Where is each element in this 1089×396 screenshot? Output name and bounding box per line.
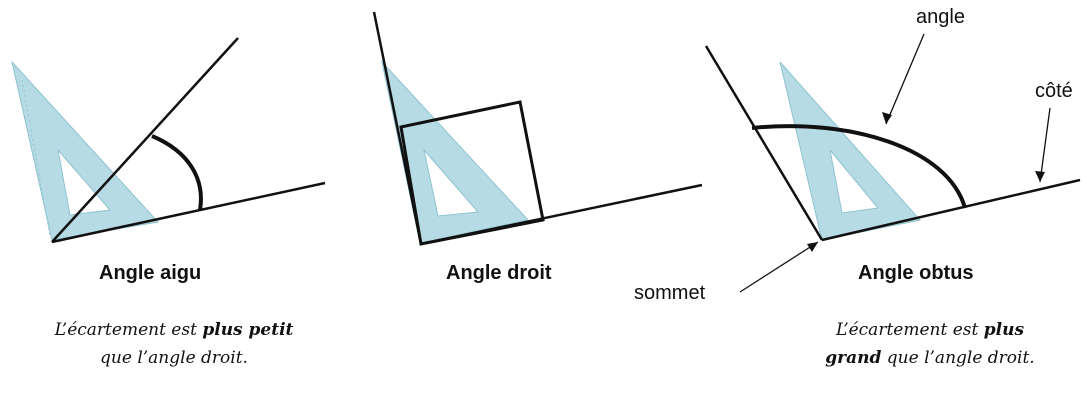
obtuse-angle-arc bbox=[751, 124, 967, 209]
right-panel bbox=[372, 11, 703, 246]
obtuse-note-emphasis-2: grand bbox=[825, 348, 882, 368]
acute-angle-arc bbox=[151, 134, 203, 211]
acute-note-emphasis: plus petit bbox=[202, 320, 294, 340]
set-square-obtuse bbox=[779, 61, 921, 241]
vertex-pointer-arrow bbox=[739, 241, 819, 293]
obtuse-note: L’écartement est plus grand que l’angle … bbox=[780, 316, 1080, 372]
obtuse-ray-left bbox=[704, 45, 824, 241]
vertex-label: sommet bbox=[634, 282, 706, 304]
acute-note: L’écartement est plus petit que l’angle … bbox=[24, 316, 324, 372]
acute-note-end: que l’angle droit. bbox=[100, 348, 248, 368]
side-pointer-arrow bbox=[1035, 107, 1051, 183]
angle-pointer-arrow bbox=[882, 33, 925, 125]
obtuse-ray-right bbox=[821, 178, 1081, 242]
acute-panel bbox=[11, 37, 326, 244]
acute-ray-lower bbox=[51, 181, 326, 244]
angle-label: angle bbox=[916, 6, 965, 28]
obtuse-title: Angle obtus bbox=[858, 262, 974, 284]
set-square-acute bbox=[11, 60, 159, 241]
right-title: Angle droit bbox=[446, 262, 552, 284]
right-angle-square bbox=[399, 100, 545, 246]
obtuse-note-emphasis: plus bbox=[983, 320, 1025, 340]
obtuse-panel bbox=[704, 33, 1081, 293]
acute-title: Angle aigu bbox=[99, 262, 202, 284]
obtuse-note-start: L’écartement est bbox=[835, 320, 984, 340]
side-label: côté bbox=[1035, 80, 1073, 102]
set-square-right bbox=[381, 60, 529, 244]
acute-ray-upper bbox=[51, 37, 239, 243]
acute-note-start: L’écartement est bbox=[54, 320, 203, 340]
obtuse-note-end: que l’angle droit. bbox=[881, 348, 1035, 368]
